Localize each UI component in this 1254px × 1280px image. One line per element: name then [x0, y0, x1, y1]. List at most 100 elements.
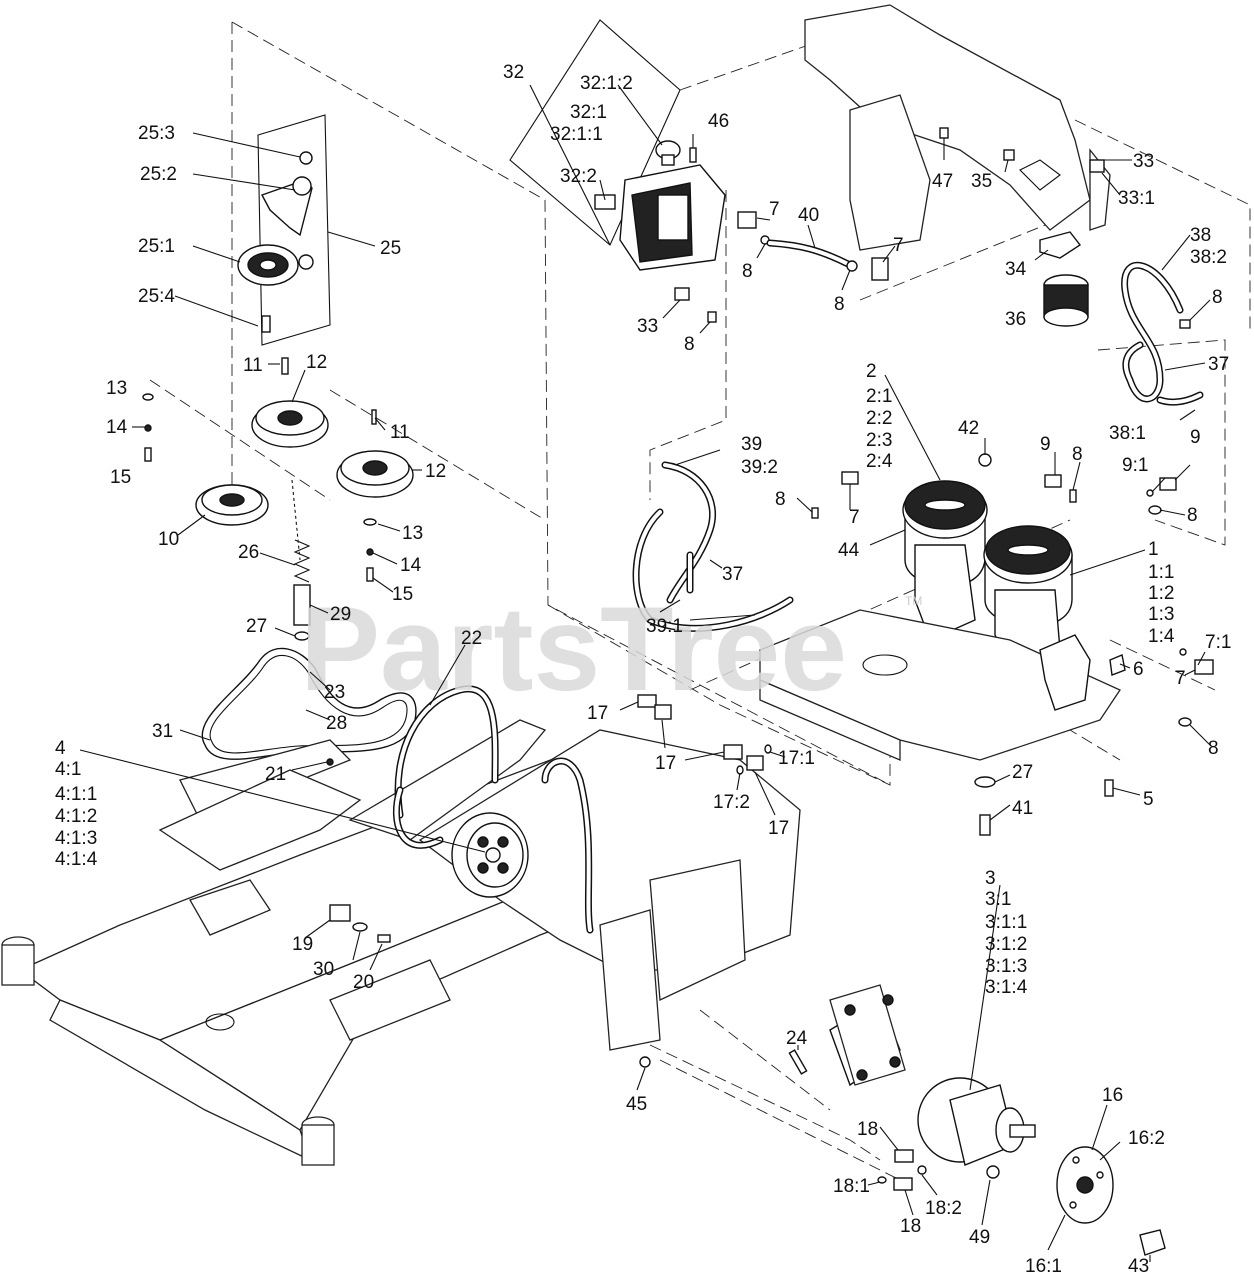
callout-17-1: 17:1: [778, 748, 815, 769]
hydro-pumps: [841, 453, 1177, 666]
callout-17-2: 17:2: [713, 792, 750, 813]
callout-18-b: 18: [900, 1216, 921, 1237]
hose-38: [1121, 261, 1204, 406]
callout-32-1-2: 32:1:2: [580, 73, 633, 94]
callout-17-c: 17: [768, 818, 789, 839]
bracket-hardware: [326, 758, 391, 943]
callout-13-b: 13: [402, 523, 423, 544]
callout-3-1-2: 3:1:2: [985, 934, 1027, 955]
callout-12-a: 12: [306, 352, 327, 373]
callout-32-1-1: 32:1:1: [550, 124, 603, 145]
callout-37-b: 37: [722, 564, 743, 585]
callout-1-4: 1:4: [1148, 626, 1175, 647]
hydraulic-motor-4: [392, 685, 594, 934]
callout-25-3: 25:3: [138, 123, 175, 144]
callout-32: 32: [503, 62, 524, 83]
callout-7-c: 7: [849, 507, 860, 528]
callout-39-2: 39:2: [741, 457, 778, 478]
callout-41: 41: [1012, 798, 1033, 819]
callout-34: 34: [1005, 259, 1027, 280]
callout-16-2: 16:2: [1128, 1128, 1165, 1149]
callout-31: 31: [152, 721, 173, 742]
callout-26: 26: [238, 542, 259, 563]
callout-19: 19: [292, 934, 313, 955]
callout-17-a: 17: [587, 703, 608, 724]
callout-38: 38: [1190, 225, 1211, 246]
callout-16-1: 16:1: [1025, 1256, 1062, 1277]
callout-38-2: 38:2: [1190, 247, 1227, 268]
callout-9-b: 9: [1190, 427, 1201, 448]
fittings-17: [637, 694, 772, 775]
callout-3-1-3: 3:1:3: [985, 956, 1027, 977]
mower-frame: [1, 719, 801, 1166]
callout-29: 29: [330, 604, 351, 625]
wheel-motor-3: [639, 984, 1166, 1256]
callout-32-2: 32:2: [560, 166, 597, 187]
callout-49: 49: [969, 1227, 990, 1248]
callout-28: 28: [326, 713, 347, 734]
callout-37-a: 37: [1208, 354, 1229, 375]
callout-1-2: 1:2: [1148, 583, 1174, 604]
callout-25: 25: [380, 238, 401, 259]
callout-16: 16: [1102, 1085, 1123, 1106]
callout-20: 20: [353, 972, 374, 993]
callout-7-a: 7: [769, 199, 780, 220]
leader-lines: [79, 84, 1211, 1262]
callout-3-1-1: 3:1:1: [985, 912, 1027, 933]
callout-25-4: 25:4: [138, 286, 175, 307]
callout-43: 43: [1128, 1256, 1149, 1277]
callout-7-b: 7: [893, 235, 904, 256]
callout-3-1: 3:1: [985, 889, 1011, 910]
callout-2-2: 2:2: [866, 408, 892, 429]
callout-25-2: 25:2: [140, 164, 177, 185]
callout-4-1-3: 4:1:3: [55, 828, 97, 849]
callout-4-1-2: 4:1:2: [55, 806, 97, 827]
watermark-text: PartsTree: [300, 582, 847, 716]
callout-23: 23: [324, 682, 345, 703]
callout-45: 45: [626, 1094, 647, 1115]
callout-33-a: 33: [637, 316, 658, 337]
callout-18-2: 18:2: [925, 1198, 962, 1219]
fuel-filter: [1039, 231, 1089, 327]
hose-39: [632, 461, 794, 632]
callout-7-d: 7: [1175, 668, 1186, 689]
callout-15-b: 15: [392, 584, 413, 605]
callout-4-1: 4:1: [55, 759, 81, 780]
callout-22: 22: [461, 628, 482, 649]
callout-42: 42: [958, 418, 979, 439]
callout-1: 1: [1148, 539, 1159, 560]
callout-44: 44: [838, 540, 860, 561]
callout-1-1: 1:1: [1148, 562, 1174, 583]
callout-47: 47: [932, 171, 953, 192]
callout-2-1: 2:1: [866, 386, 892, 407]
callout-14-b: 14: [400, 555, 422, 576]
callout-8-a: 8: [684, 334, 695, 355]
callout-10: 10: [158, 529, 179, 550]
callout-27-b: 27: [1012, 762, 1033, 783]
callout-40: 40: [798, 205, 819, 226]
callout-18-1: 18:1: [833, 1176, 870, 1197]
callout-39: 39: [741, 434, 762, 455]
callout-33-b: 33: [1133, 151, 1154, 172]
rear-frame-bracket: [804, 4, 1191, 329]
callout-33-1: 33:1: [1118, 188, 1155, 209]
callout-13-a: 13: [106, 378, 127, 399]
callout-11-b: 11: [390, 422, 410, 443]
callout-8-b: 8: [742, 261, 753, 282]
callout-8-e: 8: [1072, 444, 1083, 465]
fuel-line-40: [737, 211, 889, 519]
callout-2-4: 2:4: [866, 451, 893, 472]
callout-38-1: 38:1: [1109, 423, 1146, 444]
callout-8-h: 8: [1208, 738, 1219, 759]
callout-3: 3: [985, 868, 996, 889]
callout-8-f: 8: [1187, 505, 1198, 526]
pump-mount-plate: [759, 609, 1214, 836]
callout-21: 21: [265, 764, 286, 785]
callout-24: 24: [786, 1028, 808, 1049]
callout-18-a: 18: [857, 1119, 878, 1140]
callout-15-a: 15: [110, 467, 131, 488]
callout-4-1-4: 4:1:4: [55, 849, 98, 870]
callout-6: 6: [1133, 659, 1144, 680]
fuel-tank-assembly: [509, 19, 726, 323]
